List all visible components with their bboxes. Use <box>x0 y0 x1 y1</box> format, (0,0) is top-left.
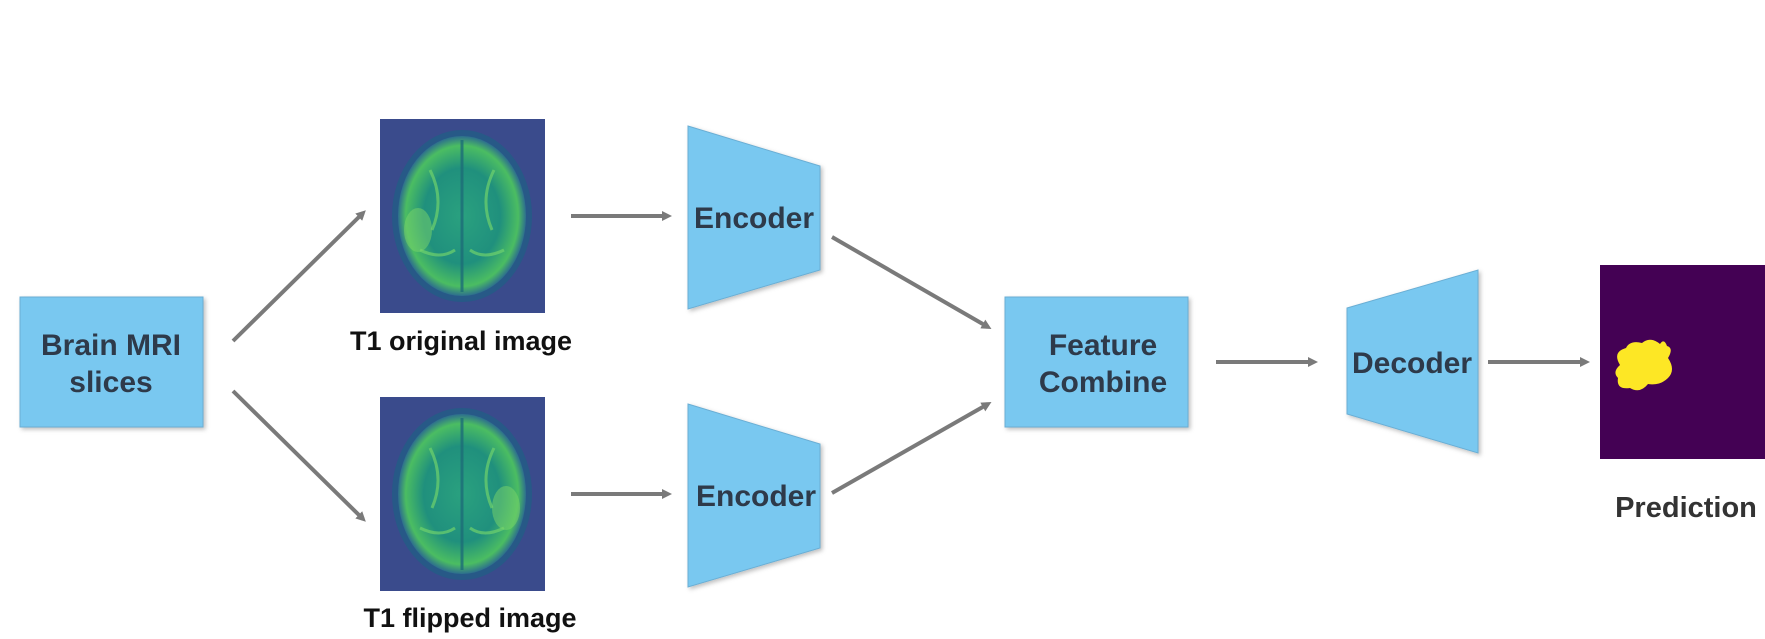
decoder-label: Decoder <box>1352 347 1472 380</box>
input-box-line1: Brain MRI <box>41 329 181 362</box>
input-box: Brain MRI slices <box>19 296 204 428</box>
arrow-encoder-top-to-combine <box>831 235 992 329</box>
prediction-caption: Prediction <box>1615 492 1757 524</box>
combine-box-line2: Combine <box>1039 366 1167 399</box>
arrow-input-to-flipped <box>231 389 366 522</box>
feature-combine-box: Feature Combine <box>1004 296 1189 428</box>
original-image-caption: T1 original image <box>350 326 572 356</box>
combine-box-line1: Feature <box>1049 329 1157 362</box>
encoder-top: Encoder <box>687 125 821 310</box>
mri-flipped-image <box>380 397 545 591</box>
arrow-input-to-original <box>231 210 366 343</box>
encoder-top-label: Encoder <box>694 202 814 235</box>
flipped-image-caption: T1 flipped image <box>363 603 576 633</box>
prediction-image <box>1600 265 1765 459</box>
arrow-encoder-bottom-to-combine <box>831 402 992 495</box>
lesion-blob <box>1615 339 1672 391</box>
mri-original-image <box>380 119 545 313</box>
input-box-line2: slices <box>69 366 152 399</box>
encoder-bottom: Encoder <box>687 403 821 588</box>
decoder: Decoder <box>1346 269 1479 454</box>
encoder-bottom-label: Encoder <box>696 480 816 513</box>
